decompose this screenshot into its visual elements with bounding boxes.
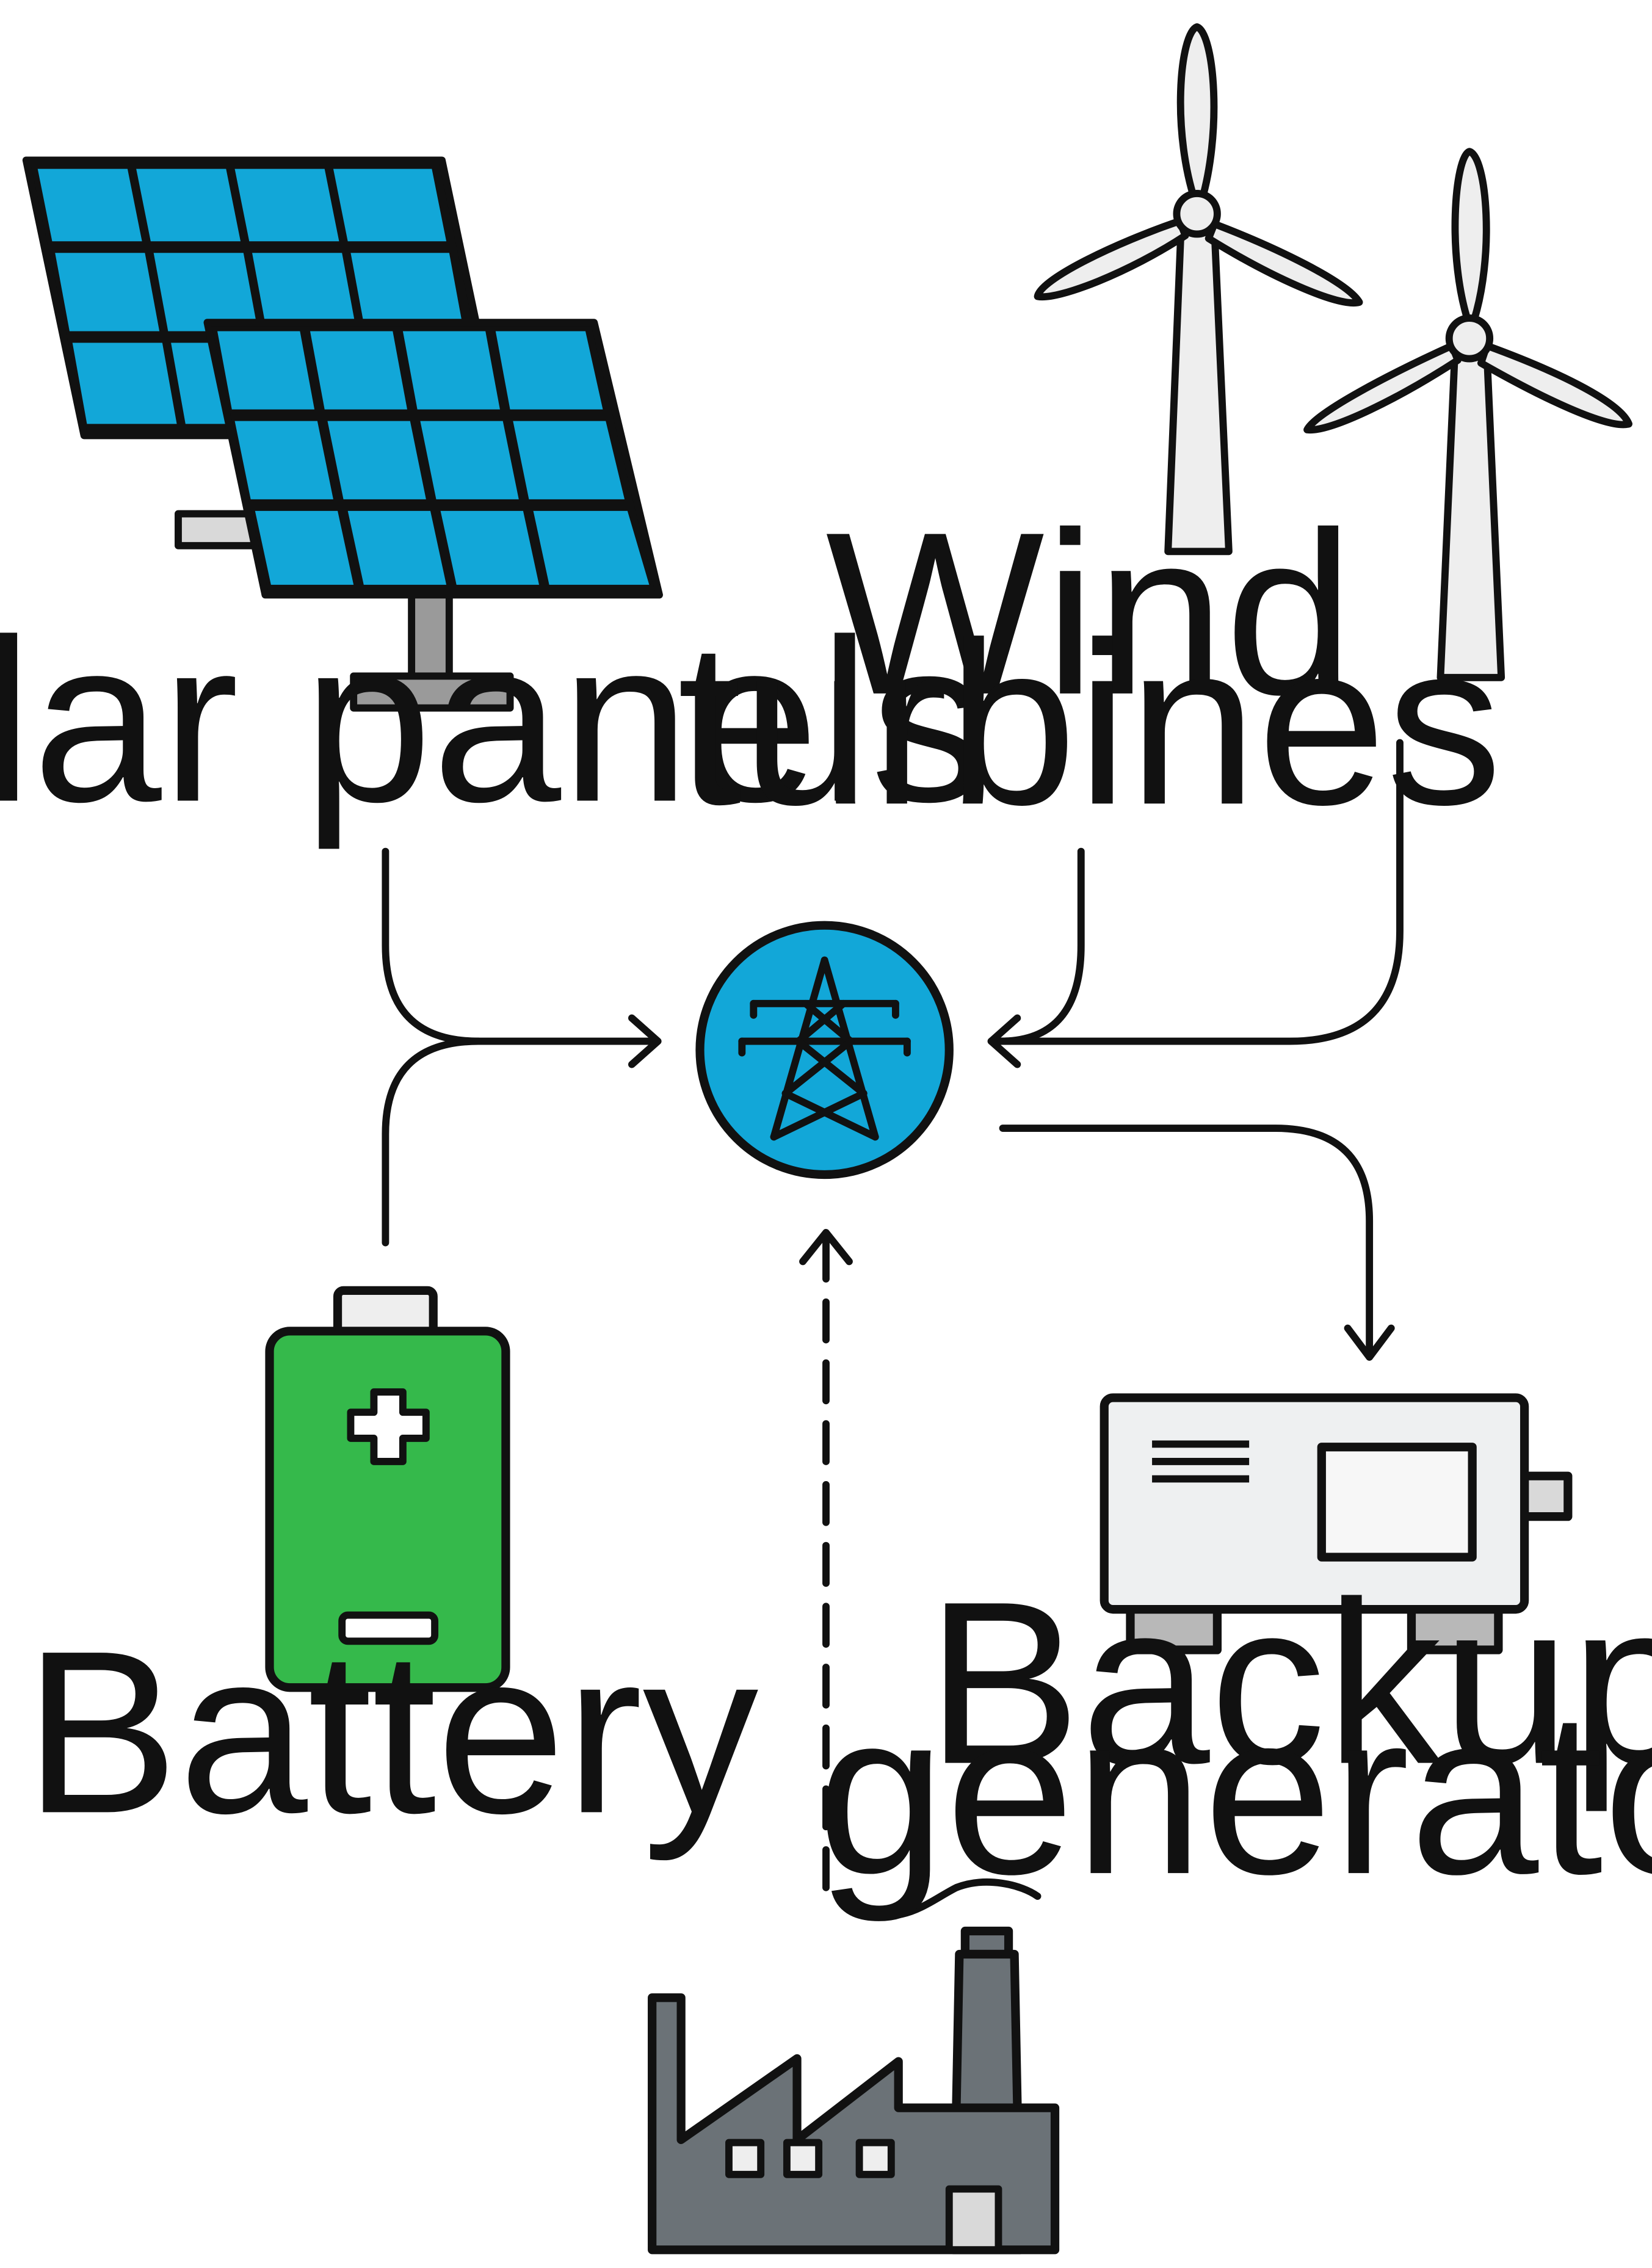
hub-arrowhead: [987, 1014, 1021, 1068]
wind-turbine-to-hub-arrow: [987, 739, 1404, 1045]
wind-turbines-label-line2: turbines: [677, 594, 1502, 853]
battery-icon: [265, 1286, 510, 1692]
grid-hub-icon: [695, 921, 954, 1179]
flow-connectors: [382, 739, 1404, 1919]
generator-icon: [1100, 1393, 1573, 1654]
solar-panels-label: Solar panels: [0, 592, 987, 852]
solar-panels-icon: [22, 156, 663, 712]
backup-generator-label-line1: Backup: [926, 1554, 1652, 1814]
battery-merge-line: [382, 1037, 482, 1247]
wind-turbine-icon: [1034, 23, 1632, 681]
battery-label: Battery: [24, 1603, 758, 1863]
backup-arrowhead: [1344, 1324, 1395, 1361]
solar-to-hub-arrow: [382, 847, 656, 1045]
solar-arrowhead: [628, 1014, 662, 1068]
hub-to-backup-arrow: [999, 1125, 1374, 1358]
transmission-tower-icon: [738, 956, 911, 1141]
minus-sign: [338, 1611, 439, 1645]
backup-generator-label-line2: generator: [817, 1664, 1652, 1924]
plus-sign: [347, 1388, 430, 1465]
factory-icon: [648, 1926, 1060, 2255]
wind-label-to-hub-arrow: [996, 847, 1085, 1045]
factory-arrowhead: [799, 1228, 853, 1266]
smoke-squiggle: [851, 1878, 1042, 1919]
wind-turbines-label-line1: Wind: [825, 484, 1353, 743]
